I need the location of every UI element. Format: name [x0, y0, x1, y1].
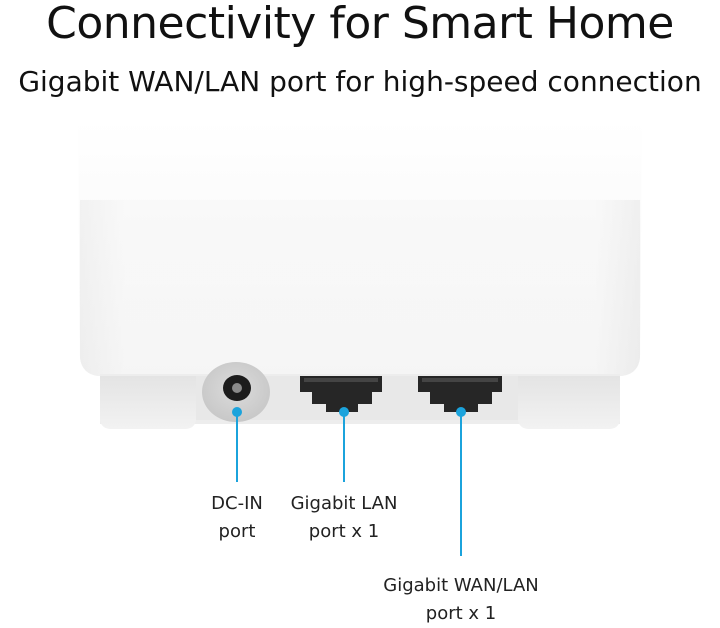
wan-lan-port-label-line1: Gigabit WAN/LAN	[383, 575, 539, 596]
lan-port-icon	[300, 376, 382, 412]
callout-lines	[232, 407, 466, 556]
right-foot	[518, 376, 620, 429]
wan-lan-port-icon	[418, 376, 502, 412]
lan-port-label-line2: port x 1	[308, 521, 380, 542]
left-foot	[100, 376, 196, 429]
dc-in-port-label-line1: DC-IN	[211, 493, 263, 514]
wan-lan-port-label-line2: port x 1	[425, 603, 497, 624]
wan-lan-port-label: Gigabit WAN/LAN port x 1	[371, 572, 551, 628]
lan-port-label-line1: Gigabit LAN	[290, 493, 398, 514]
dc-in-port-label: DC-IN port	[187, 490, 287, 546]
page-subtitle: Gigabit WAN/LAN port for high-speed conn…	[18, 65, 702, 98]
page-title: Connectivity for Smart Home	[46, 0, 674, 49]
lan-port-label: Gigabit LAN port x 1	[274, 490, 414, 546]
dc-in-port-icon	[202, 362, 270, 422]
dc-in-port-label-line2: port	[218, 521, 256, 542]
